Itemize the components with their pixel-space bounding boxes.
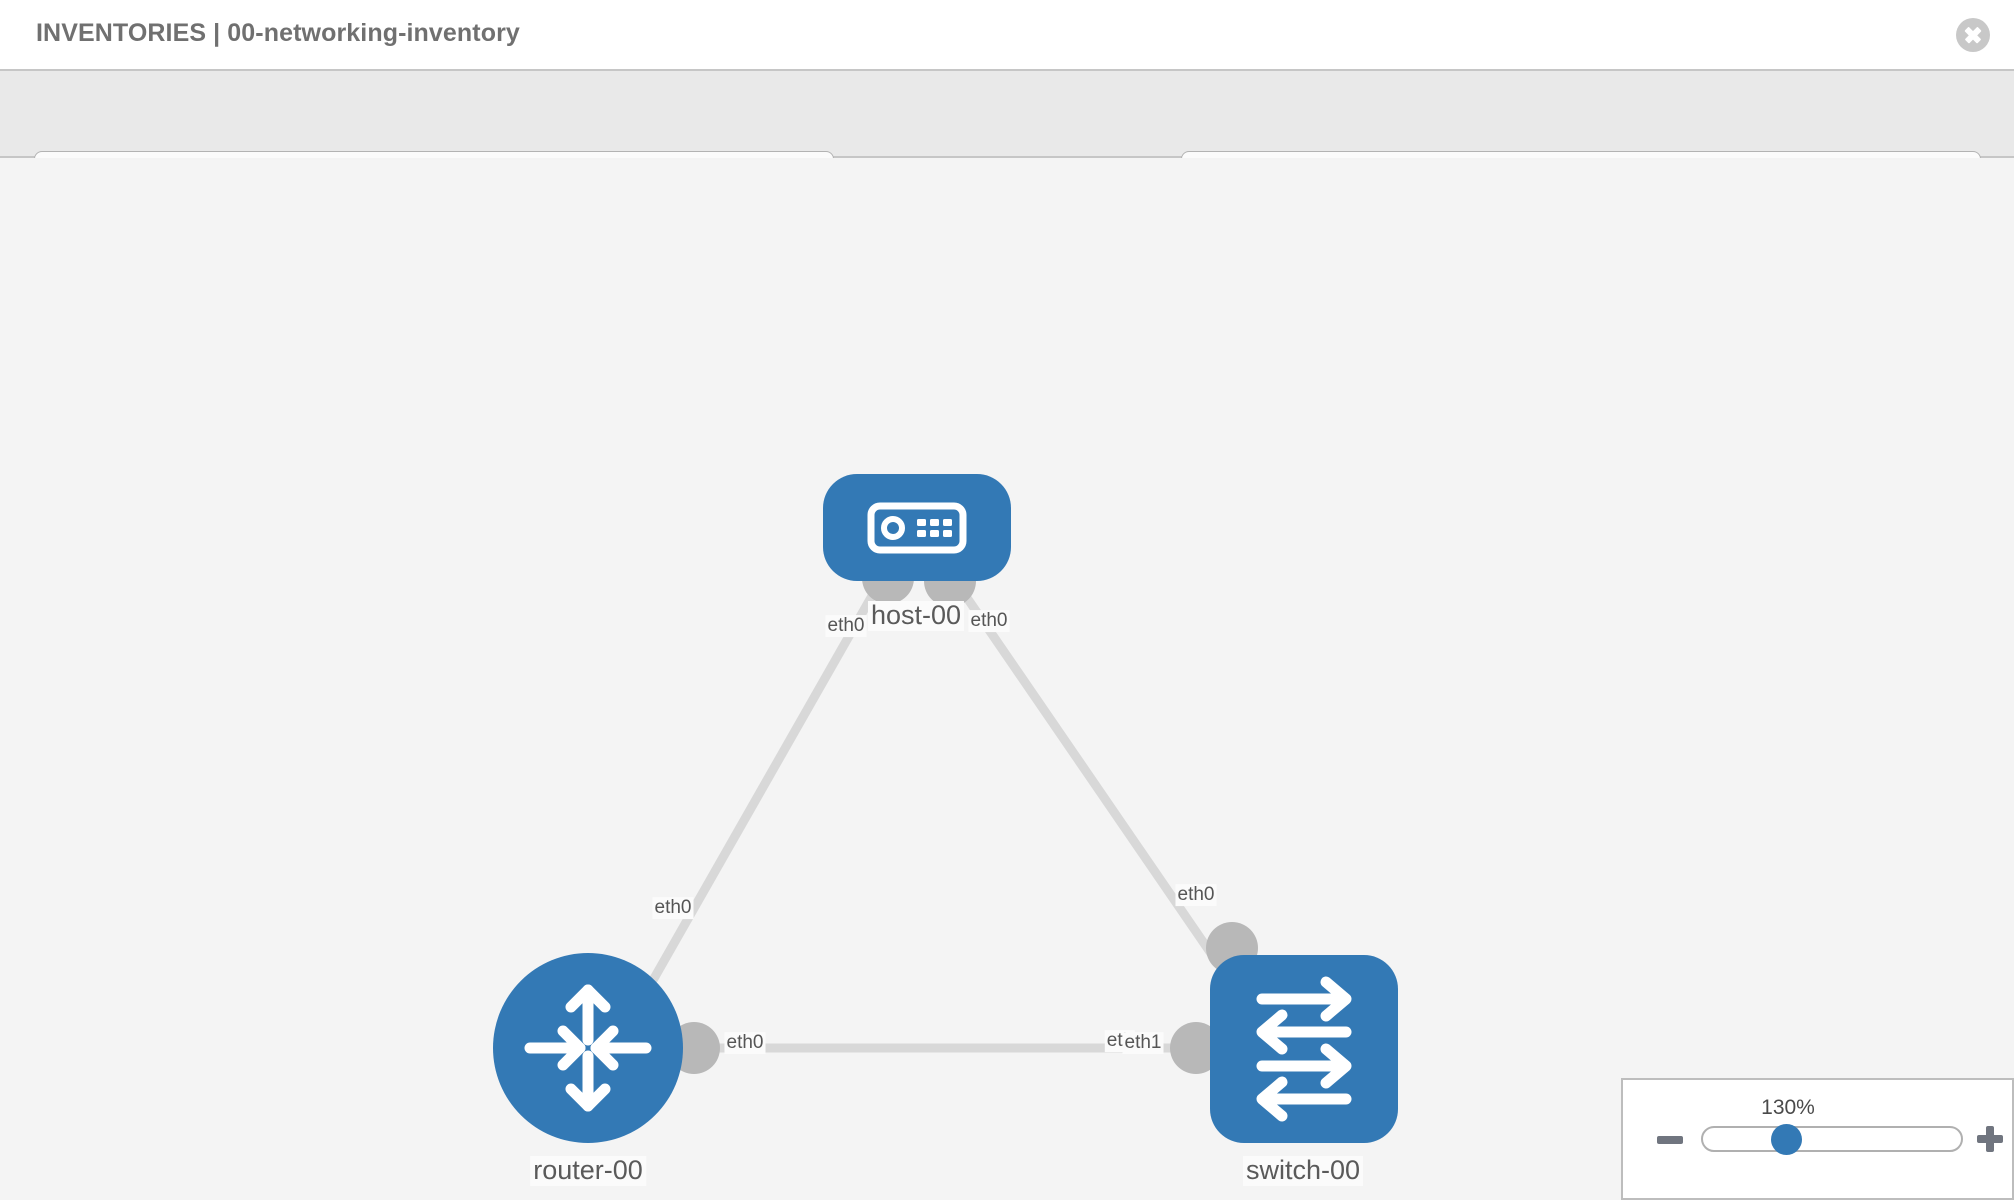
topology-canvas[interactable]: eth0 eth0 eth0 eth0 eth0 eth eth1 host-0… <box>0 158 2014 1200</box>
node-label-switch-00: switch-00 <box>1242 1155 1364 1186</box>
port-label: eth0 <box>652 897 694 919</box>
close-button[interactable] <box>1956 18 1990 52</box>
links-layer <box>636 570 1250 1053</box>
zoom-slider-thumb[interactable] <box>1771 1124 1802 1155</box>
page-title: INVENTORIES | 00-networking-inventory <box>36 19 520 47</box>
page-header: INVENTORIES | 00-networking-inventory <box>0 0 2014 69</box>
host-icon <box>867 502 967 554</box>
node-host-00 <box>823 474 1011 581</box>
zoom-out-button[interactable] <box>1657 1136 1683 1144</box>
port-label: eth0 <box>1175 884 1217 906</box>
node-router-00 <box>493 953 683 1143</box>
port-switch00-eth1 <box>1170 1022 1222 1074</box>
port-label: eth0 <box>968 610 1010 632</box>
node-label-host-00: host-00 <box>867 600 965 631</box>
port-label: eth0 <box>724 1032 766 1054</box>
link-host00-switch00 <box>946 570 1249 1006</box>
switch-icon <box>1256 976 1352 1122</box>
link-host00-router00 <box>636 570 889 1006</box>
zoom-in-icon-vertical <box>1986 1126 1994 1152</box>
zoom-level-label: 130% <box>1761 1096 1815 1119</box>
zoom-slider[interactable] <box>1701 1126 1963 1152</box>
port-label: eth0 <box>825 615 867 637</box>
zoom-control-panel: 130% <box>1621 1078 2014 1200</box>
port-label: eth1 <box>1122 1032 1164 1054</box>
node-label-router-00: router-00 <box>530 1155 646 1186</box>
node-switch-00 <box>1210 955 1398 1143</box>
toolbar: ACTIONS SEARCH <box>0 69 2014 204</box>
topology-graph <box>493 474 1398 1143</box>
router-icon <box>524 984 652 1112</box>
zoom-in-button[interactable] <box>1977 1126 2003 1152</box>
